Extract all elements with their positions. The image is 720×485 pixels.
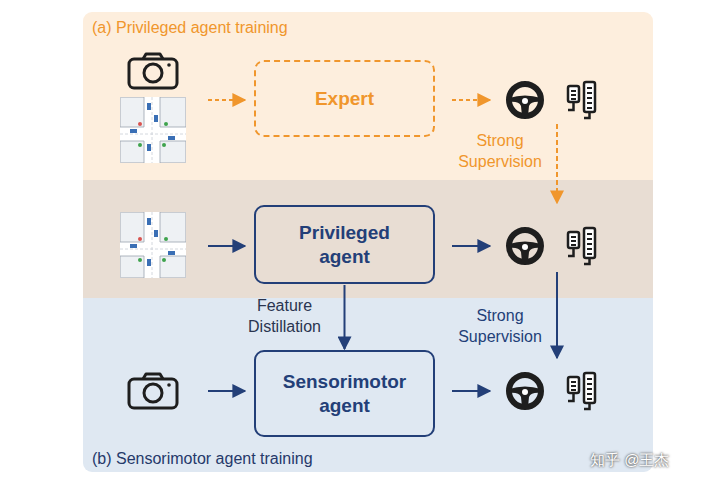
band-title: (b) Sensorimotor agent training bbox=[92, 450, 313, 468]
training-band: (a) Privileged agent trainingExpertPrivi… bbox=[83, 12, 653, 298]
training-band: (b) Sensorimotor agent training Sensorimo… bbox=[83, 180, 653, 472]
box-label: Privileged agent bbox=[278, 221, 411, 269]
watermark: 知乎 @王杰 bbox=[590, 450, 669, 470]
agent-box: Privileged agent bbox=[254, 205, 435, 284]
box-label: Expert bbox=[315, 87, 374, 111]
edge-label: Feature Distillation bbox=[235, 296, 335, 338]
agent-box: Sensorimotor agent bbox=[254, 350, 435, 437]
expert-box: Expert bbox=[254, 60, 435, 137]
distillation-arrow bbox=[344, 285, 346, 349]
supervision-label: Strong Supervision bbox=[440, 306, 560, 348]
supervision-label: Strong Supervision bbox=[440, 131, 560, 173]
box-label: Sensorimotor agent bbox=[278, 370, 411, 418]
band-title: (a) Privileged agent training bbox=[92, 19, 288, 37]
